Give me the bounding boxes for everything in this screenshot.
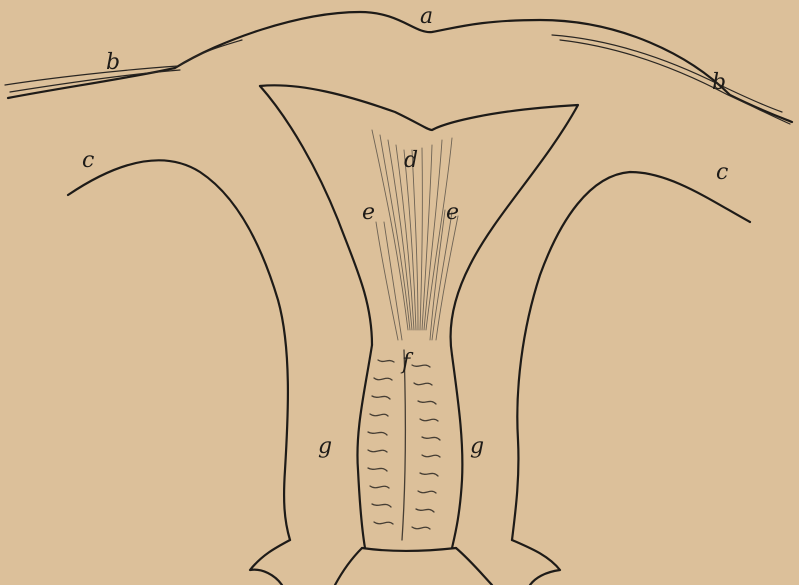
right-tube-lower-line <box>560 40 790 124</box>
label-c-right: c <box>716 162 728 184</box>
left-tube-inner-line <box>180 40 242 65</box>
label-e-left: e <box>362 202 375 224</box>
label-g-left: g <box>318 436 332 458</box>
cavity-right-outline <box>260 86 372 345</box>
label-a: a <box>420 6 433 28</box>
label-c-left: c <box>82 150 94 172</box>
label-f: f <box>402 352 410 374</box>
cervix-os-line <box>362 548 456 551</box>
label-e-right: e <box>446 202 459 224</box>
right-body-outline <box>512 172 750 540</box>
right-base-flare <box>512 540 560 585</box>
label-b-right: b <box>712 72 726 94</box>
label-b-left: b <box>106 52 120 74</box>
label-g-right: g <box>470 436 484 458</box>
cervical-rugae <box>368 350 440 540</box>
cervix-left-wall <box>357 345 372 548</box>
fundus-outline <box>8 12 792 122</box>
right-tube-upper-line <box>552 35 782 112</box>
cavity-left-outline <box>260 85 578 355</box>
right-vaginal-fornix <box>456 548 492 585</box>
label-d: d <box>404 150 418 172</box>
left-vaginal-fornix <box>335 548 362 585</box>
cervix-right-wall <box>452 355 462 548</box>
left-tube-upper-line <box>5 66 178 85</box>
left-body-outline <box>68 160 290 540</box>
left-base-flare <box>250 540 290 585</box>
